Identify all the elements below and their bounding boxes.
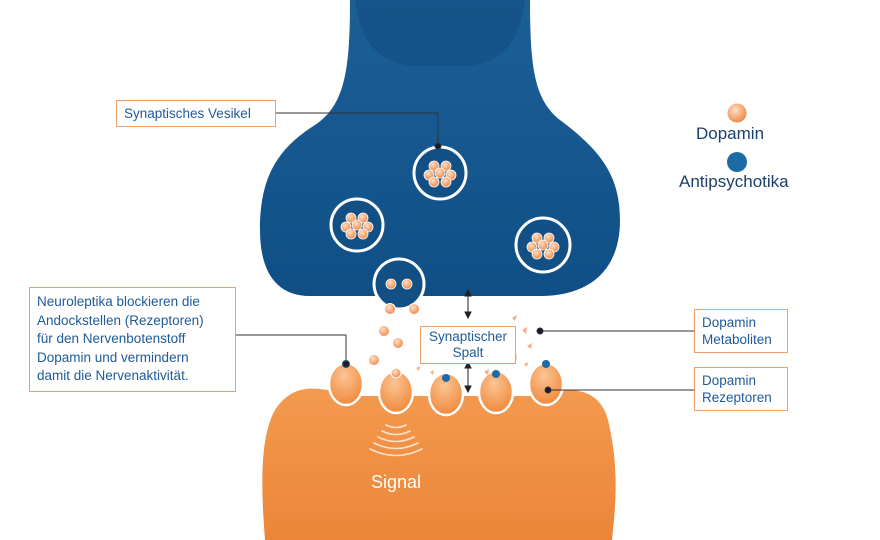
receptors-label: Dopamin Rezeptoren <box>694 367 788 411</box>
dopamine-molecule <box>392 337 404 349</box>
dopamine-molecule <box>368 354 380 366</box>
neuroleptics-line: Neuroleptika blockieren die <box>37 294 200 309</box>
metabolites-label: Dopamin Metaboliten <box>694 309 788 353</box>
antipsychotic-molecule <box>542 360 550 368</box>
postsynaptic-terminal <box>262 388 616 540</box>
receptor <box>427 371 465 417</box>
dopamine-molecule <box>357 212 369 224</box>
neuroleptics-line: für den Nervenbotenstoff <box>37 331 186 346</box>
signal-wave-icon <box>369 424 423 457</box>
double-arrow-icon <box>464 288 472 394</box>
synaptic-vesicle <box>412 145 468 201</box>
dopamine-molecule <box>351 219 363 231</box>
cleft-label: Synaptischer Spalt <box>420 326 516 364</box>
receptor <box>527 361 565 407</box>
vesicles <box>329 145 572 311</box>
leader-lines <box>236 112 694 394</box>
neuroleptics-line: Andockstellen (Rezeptoren) <box>37 312 204 328</box>
dopamine-molecule <box>537 239 549 251</box>
dopamine-icon <box>727 103 747 123</box>
antipsychotic-icon <box>727 152 747 172</box>
dopamine-molecule <box>531 232 543 244</box>
antipsychotic-molecule <box>442 374 450 382</box>
synaptic-vesicle <box>329 197 385 253</box>
legend-dopamine-label: Dopamin <box>696 124 765 143</box>
dopamine-molecule <box>378 325 390 337</box>
dopamine-molecule <box>384 303 396 315</box>
synaptic-vesicle <box>514 216 572 274</box>
dopamine-molecule <box>345 212 357 224</box>
neuroleptics-line: damit die Nervenaktivität. <box>37 368 189 383</box>
dopamine-molecule <box>531 248 543 260</box>
neuroleptics-line: Dopamin und vermindern <box>37 349 189 365</box>
dopamine-molecule <box>428 176 440 188</box>
vesicle-label: Synaptisches Vesikel <box>116 100 276 127</box>
receptor <box>327 361 365 407</box>
neuroleptics-label: Neuroleptika blockieren die Andockstelle… <box>29 287 236 392</box>
dopamine-bound <box>390 367 402 379</box>
dopamine-molecule <box>428 160 440 172</box>
antipsychotic-molecule <box>492 370 500 378</box>
dopamine-molecule <box>401 278 413 290</box>
dopamine-molecule <box>408 303 420 315</box>
synaptic-vesicle <box>372 257 426 311</box>
signal-label: Signal <box>371 472 421 492</box>
dopamine-molecule <box>357 228 369 240</box>
dopamine-molecule <box>543 232 555 244</box>
dopamine-molecule <box>385 278 397 290</box>
dopamine-receptors <box>327 361 565 417</box>
legend-antipsychotics-label: Antipsychotika <box>679 172 789 191</box>
dopamine-molecule <box>440 160 452 172</box>
dopamine-molecule <box>345 228 357 240</box>
dopamine-molecule <box>434 167 446 179</box>
released-dopamine <box>368 303 420 366</box>
dopamine-molecule <box>440 176 452 188</box>
dopamine-molecule <box>543 248 555 260</box>
